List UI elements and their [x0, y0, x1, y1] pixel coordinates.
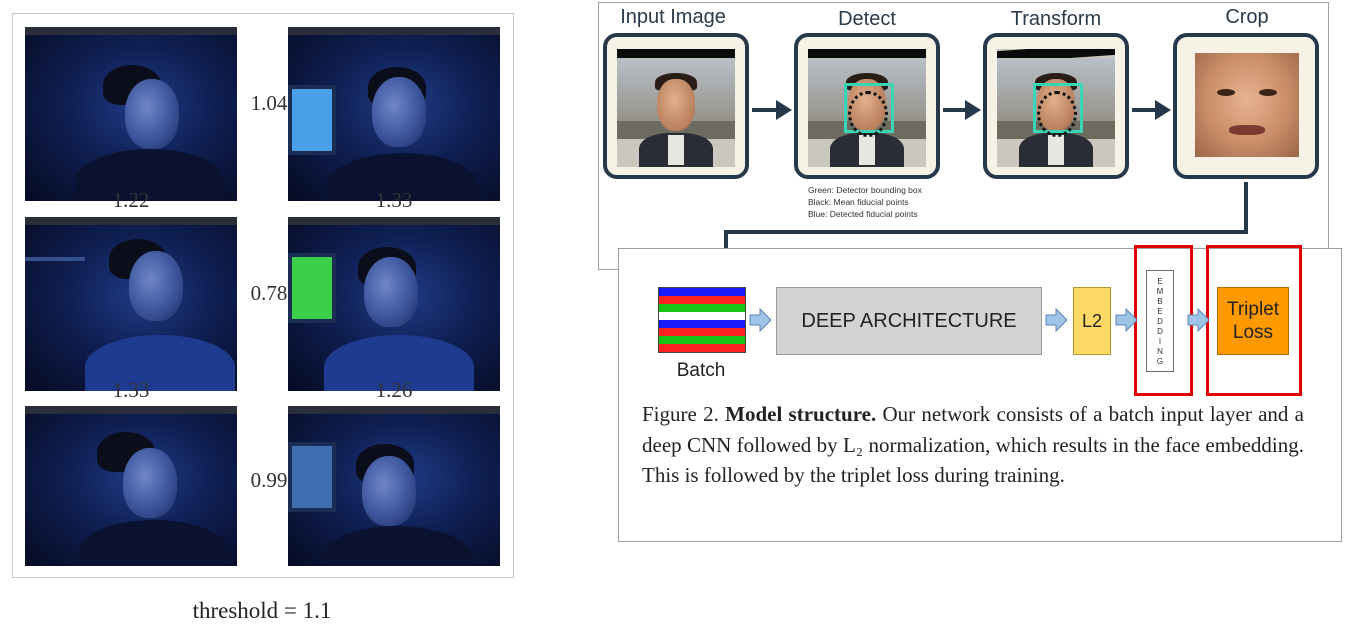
- detect-thumbnail: [808, 49, 926, 167]
- embedding-letter: E: [1157, 307, 1163, 316]
- face-score-r1-left: 1.22: [112, 188, 150, 212]
- arrow-l2-to-embedding: [1115, 307, 1138, 333]
- step-title-input-image: Input Image: [620, 6, 726, 28]
- triplet-loss-line2: Loss: [1232, 322, 1274, 343]
- input-image-card: [603, 33, 749, 179]
- batch-stripes: [658, 287, 746, 353]
- fiducial-points: [848, 91, 888, 137]
- face-photo-r1-left: [25, 27, 237, 201]
- transform-card: [983, 33, 1129, 179]
- face-score-r1-right: 1.33: [375, 188, 413, 212]
- batch-label: Batch: [676, 360, 726, 381]
- figure-caption: Figure 2. Model structure. Our network c…: [642, 399, 1304, 491]
- transform-thumbnail: [997, 49, 1115, 167]
- face-photo-r3-left: [25, 406, 237, 566]
- embedding-letter: I: [1158, 337, 1162, 346]
- arrow-embedding-to-loss: [1187, 307, 1210, 333]
- embedding-letter: D: [1157, 327, 1163, 336]
- detect-card: [794, 33, 940, 179]
- caption-prefix: Figure 2.: [642, 402, 726, 426]
- threshold-label: threshold = 1.1: [192, 598, 332, 623]
- arrow-batch-to-cnn: [749, 307, 772, 333]
- embedding-letter: E: [1157, 277, 1163, 286]
- step-title-transform: Transform: [1010, 8, 1102, 30]
- l2-label: L2: [1081, 310, 1103, 331]
- caption-text: Our network consists of a batch input la…: [642, 402, 1305, 487]
- embedding-letter: G: [1156, 357, 1164, 366]
- deep-architecture-box: DEEP ARCHITECTURE: [776, 287, 1042, 355]
- face-pairs-panel: 1.04 1.22 1.33 0.78 1.33 1.26 0.99: [12, 13, 514, 578]
- deep-architecture-label: DEEP ARCHITECTURE: [801, 309, 1017, 332]
- triplet-loss-line1: Triplet: [1226, 299, 1280, 320]
- face-photo-r3-right: [288, 406, 500, 566]
- transform-fiducial-points: [1037, 91, 1077, 137]
- step-title-crop: Crop: [1225, 6, 1269, 28]
- crop-card: [1173, 33, 1319, 179]
- face-photo-r2-right: [288, 217, 500, 391]
- step-title-detect: Detect: [838, 8, 896, 30]
- embedding-letter: M: [1156, 287, 1164, 296]
- cropped-face: [1195, 53, 1299, 157]
- pair-distance-r3: 0.99: [250, 468, 288, 492]
- face-score-r2-right: 1.26: [375, 378, 413, 402]
- face-score-r2-left: 1.33: [112, 378, 150, 402]
- legend-green: Green: Detector bounding box: [808, 185, 922, 195]
- input-image-thumbnail: [617, 49, 735, 167]
- face-photo-r1-right: [288, 27, 500, 201]
- arrow-crop-to-batch: [724, 182, 1248, 254]
- caption-bold: Model structure.: [725, 402, 877, 426]
- embedding-letter: B: [1157, 297, 1163, 306]
- l2-box: L2: [1073, 287, 1111, 355]
- pair-distance-r2: 0.78: [250, 281, 288, 305]
- legend-black: Black: Mean fiducial points: [808, 197, 909, 207]
- face-photo-r2-left: [25, 217, 237, 391]
- arrow-cnn-to-l2: [1045, 307, 1068, 333]
- triplet-loss-box: Triplet Loss: [1217, 287, 1289, 355]
- embedding-box: E M B E D D I N G: [1146, 270, 1174, 372]
- legend-blue: Blue: Detected fiducial points: [808, 209, 918, 219]
- pair-distance-r1: 1.04: [250, 91, 288, 115]
- embedding-letter: D: [1157, 317, 1163, 326]
- embedding-letter: N: [1157, 347, 1163, 356]
